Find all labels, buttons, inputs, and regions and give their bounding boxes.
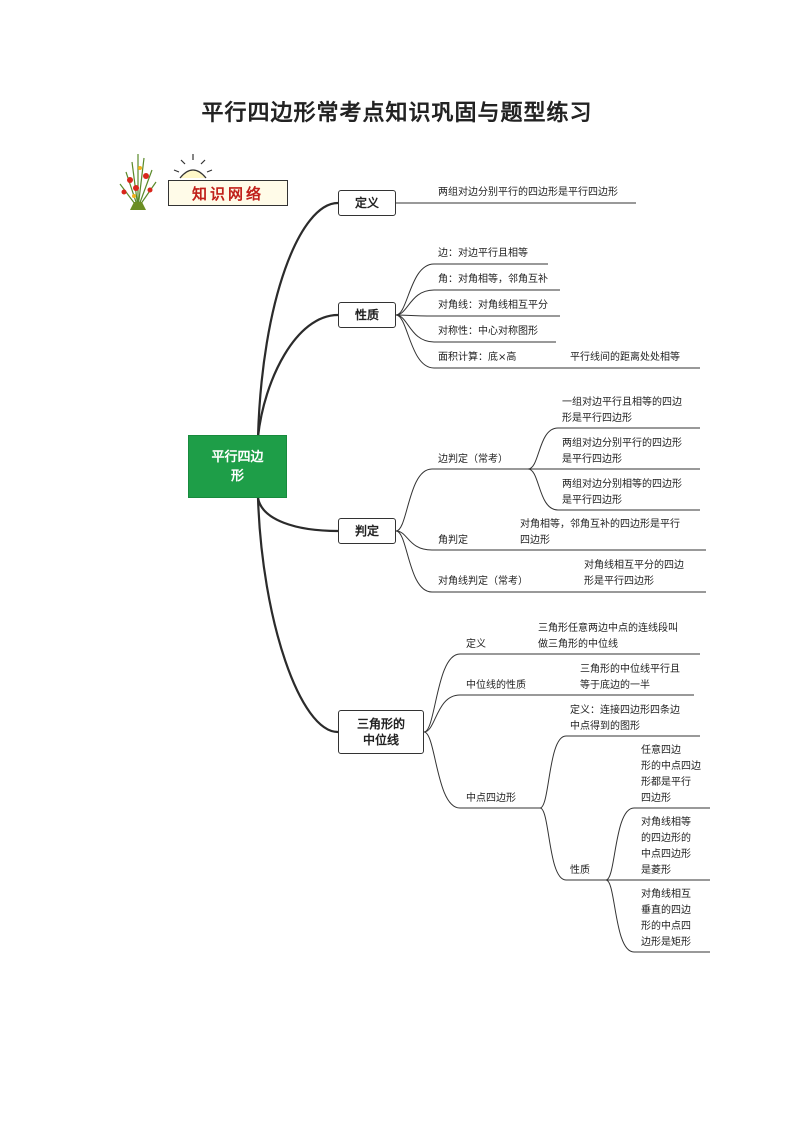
midline-prop-label: 中位线的性质 (466, 680, 526, 691)
criteria-side-label: 边判定（常考） (438, 454, 508, 465)
root-line-2: 形 (230, 468, 244, 484)
midpoint-quad-prop: 对角线相等的四边形的中点四边形是菱形 (641, 817, 691, 876)
node-criteria: 判定 (338, 518, 396, 544)
criteria-angle-label: 角判定 (438, 535, 468, 546)
criteria-side-item: 两组对边分别平行的四边形是平行四边形 (562, 438, 682, 465)
root-node: 平行四边 形 (188, 435, 287, 498)
midpoint-quad-prop-label: 性质 (570, 865, 590, 876)
node-properties: 性质 (338, 302, 396, 328)
logo-text: 知识网络 (168, 180, 288, 206)
midpoint-quad-def: 定义：连接四边形四条边中点得到的图形 (570, 705, 680, 732)
midline-def-label: 定义 (466, 639, 486, 650)
criteria-diagonal-label: 对角线判定（常考） (438, 576, 528, 587)
criteria-side-item: 一组对边平行且相等的四边形是平行四边形 (562, 397, 682, 424)
property-item: 对称性：中心对称图形 (438, 326, 538, 337)
midpoint-quad-label: 中点四边形 (466, 793, 516, 804)
midline-def-text: 三角形任意两边中点的连线段叫做三角形的中位线 (538, 623, 678, 650)
criteria-side-item: 两组对边分别相等的四边形是平行四边形 (562, 479, 682, 506)
criteria-angle-text: 对角相等，邻角互补的四边形是平行四边形 (520, 519, 680, 546)
midline-prop-text: 三角形的中位线平行且等于底边的一半 (580, 664, 680, 691)
node-definition: 定义 (338, 190, 396, 216)
midpoint-quad-prop: 任意四边形的中点四边形都是平行四边形 (641, 745, 701, 804)
property-item: 边：对边平行且相等 (438, 248, 528, 259)
property-item: 对角线：对角线相互平分 (438, 300, 548, 311)
midpoint-quad-prop: 对角线相互垂直的四边形的中点四边形是矩形 (641, 889, 691, 948)
page-title: 平行四边形常考点知识巩固与题型练习 (201, 100, 593, 126)
property-item: 面积计算：底×高 (438, 352, 517, 363)
property-item: 角：对角相等，邻角互补 (438, 274, 548, 285)
property-note: 平行线间的距离处处相等 (570, 352, 680, 363)
logo-icon (119, 154, 213, 210)
node-midline: 三角形的中位线 (338, 710, 424, 754)
criteria-diagonal-text: 对角线相互平分的四边形是平行四边形 (584, 560, 684, 587)
definition-text: 两组对边分别平行的四边形是平行四边形 (438, 187, 618, 198)
root-line-1: 平行四边 (211, 449, 264, 465)
